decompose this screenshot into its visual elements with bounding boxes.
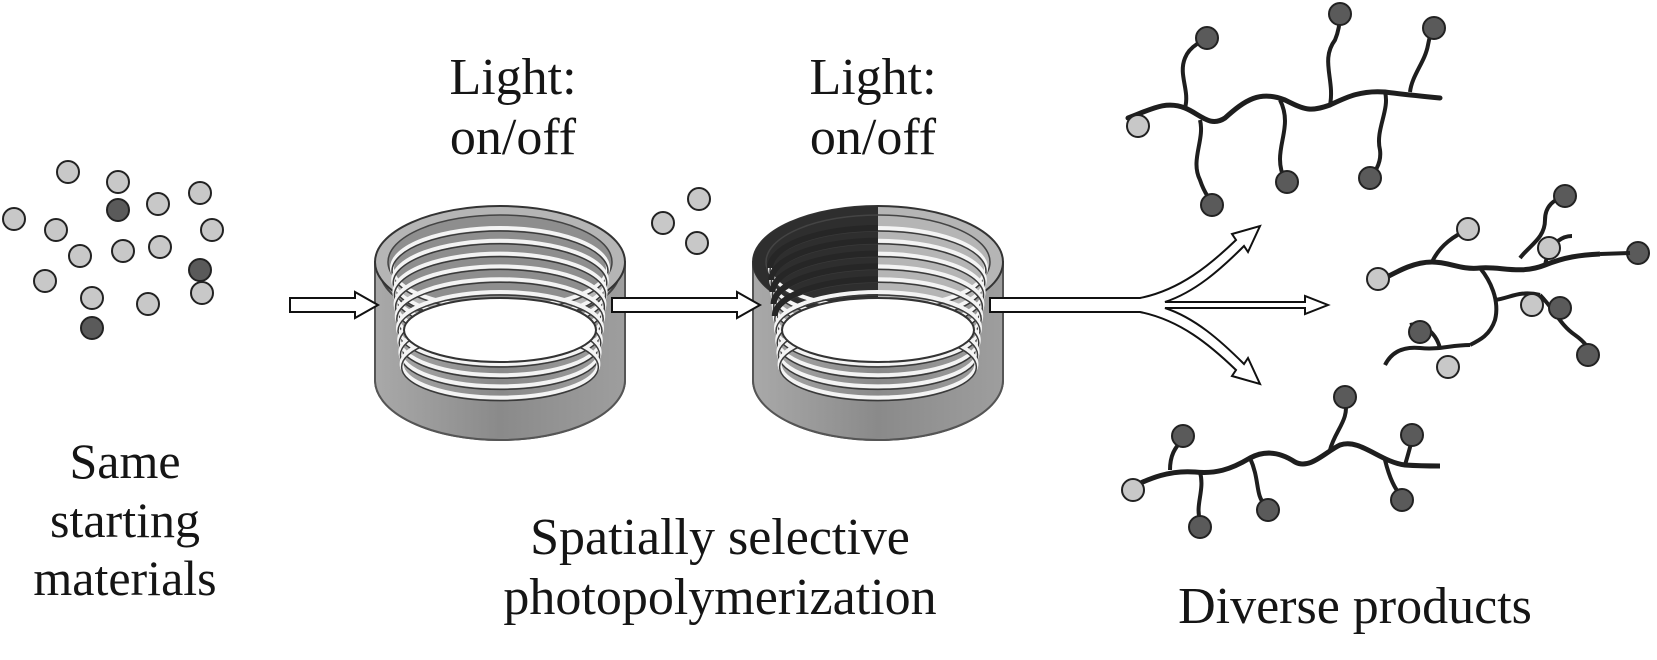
- flow-arrow-split: [989, 224, 1331, 386]
- photoreactor-coil-2: [752, 205, 1004, 441]
- label-light-1: Light: on/off: [408, 48, 618, 168]
- monomer-dot: [190, 281, 214, 305]
- monomer-dot: [111, 239, 135, 263]
- label-line: Light:: [809, 49, 937, 106]
- polymer-product-bottom: [1121, 385, 1441, 539]
- monomer-dot: [200, 218, 224, 242]
- coil-ring-dark: [767, 225, 879, 269]
- starting-monomers: [2, 160, 224, 340]
- added-monomers: [651, 187, 711, 255]
- coil-ring: [775, 294, 981, 368]
- monomer-dot: [80, 286, 104, 310]
- monomer-dot: [33, 269, 57, 293]
- label-diverse-products: Diverse products: [1120, 577, 1590, 637]
- monomer-dot: [80, 316, 104, 340]
- coil-ring-dark: [771, 276, 879, 317]
- polymer-product-top: [1125, 2, 1446, 217]
- polymer-product-branched: [1366, 184, 1650, 379]
- monomer-dot: [146, 192, 170, 216]
- monomer-dot: [188, 181, 212, 205]
- label-light-2: Light: on/off: [768, 48, 978, 168]
- coil-ring: [397, 294, 603, 368]
- label-process: Spatially selective photopolymerization: [440, 508, 1000, 628]
- label-line: Diverse products: [1178, 578, 1532, 635]
- coil-ring-dark: [770, 263, 879, 305]
- monomer-dot: [148, 235, 172, 259]
- label-line: Light:: [449, 49, 577, 106]
- monomer-dot: [56, 160, 80, 184]
- label-line: Same: [69, 433, 181, 489]
- monomer-dot: [136, 292, 160, 316]
- monomer-dot: [651, 211, 675, 235]
- monomer-dot: [68, 244, 92, 268]
- flow-arrow-between: [611, 290, 763, 320]
- label-line: Spatially selective: [530, 509, 910, 566]
- monomer-dot: [685, 231, 709, 255]
- monomer-dot: [44, 218, 68, 242]
- photoreactor-coil-1: [374, 205, 626, 441]
- monomer-dot: [106, 170, 130, 194]
- label-line: starting: [50, 491, 200, 548]
- label-line: on/off: [809, 108, 937, 166]
- monomer-dot: [687, 187, 711, 211]
- label-line: photopolymerization: [503, 568, 937, 626]
- coil-ring-dark: [768, 237, 879, 281]
- monomer-dot: [2, 207, 26, 231]
- monomer-dot: [106, 198, 130, 222]
- coil-ring-dark: [769, 250, 879, 293]
- monomer-dot: [188, 258, 212, 282]
- label-line: on/off: [449, 108, 577, 166]
- label-starting-materials: Same starting materials: [0, 432, 250, 608]
- label-line: materials: [33, 550, 217, 606]
- flow-arrow-in: [289, 290, 381, 320]
